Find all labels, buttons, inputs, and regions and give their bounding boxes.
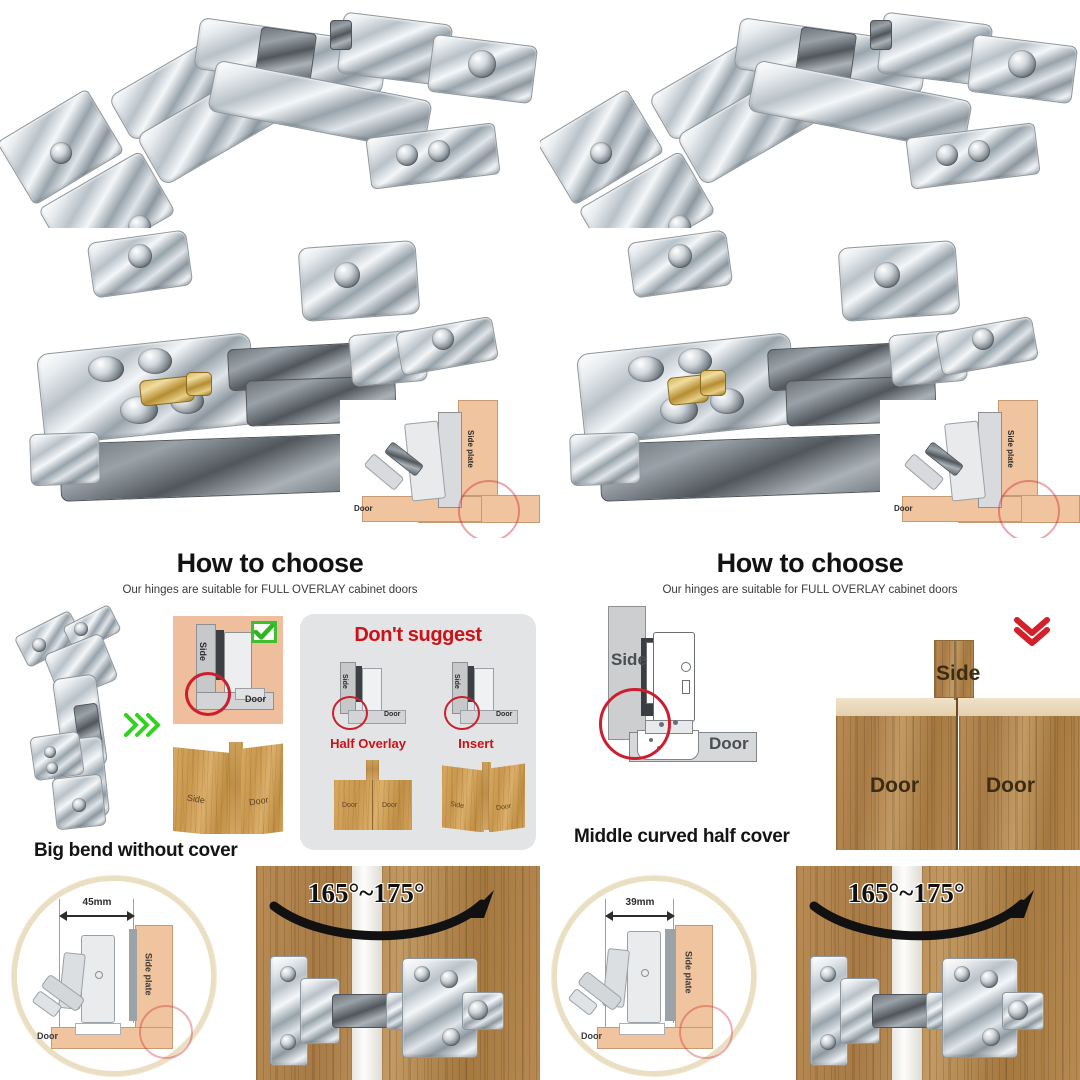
measure-circle-left: 45mm Side plate Door bbox=[12, 876, 216, 1076]
wood-panel-door-left-label: Door bbox=[870, 774, 919, 797]
measure-value-right: 39mm bbox=[625, 897, 655, 908]
half-side-label: Side bbox=[341, 674, 348, 689]
measure-door-label-right: Door bbox=[581, 1031, 602, 1041]
insert-side-label: Side bbox=[453, 674, 460, 689]
green-chevron-icon bbox=[124, 712, 164, 738]
measure-side-plate-label-left: Side plate bbox=[143, 953, 154, 996]
measure-value-left: 45mm bbox=[82, 897, 112, 908]
left-caption: Big bend without cover bbox=[34, 840, 238, 861]
good-door-label: Door bbox=[245, 694, 266, 704]
wood-panel-full-overlay: Side Door Door bbox=[836, 640, 1080, 850]
red-double-chevron-down-icon bbox=[1012, 616, 1052, 646]
inset-side-plate-label: Side plate bbox=[466, 430, 475, 468]
inset-side-plate-label: Side plate bbox=[1006, 430, 1015, 468]
angle-label-right: 165°~175° bbox=[848, 878, 965, 908]
angle-arrow-right bbox=[796, 884, 1080, 944]
middle-curved-diagram: Side Door bbox=[583, 602, 803, 812]
dont-suggest-label-insert: Insert bbox=[458, 736, 494, 751]
right-heading: How to choose bbox=[716, 548, 904, 578]
angle-arrow-left bbox=[256, 884, 540, 944]
hinge-photo-flat-left: Side plate Door bbox=[0, 228, 540, 538]
right-heading-block: How to choose Our hinges are suitable fo… bbox=[540, 548, 1080, 596]
installed-photo-left: 165°~175° bbox=[256, 866, 540, 1080]
wood-panel-side-label: Side bbox=[936, 662, 981, 685]
left-heading-block: How to choose Our hinges are suitable fo… bbox=[0, 548, 540, 596]
insert-door-label: Door bbox=[496, 711, 513, 718]
inset-door-label: Door bbox=[894, 504, 913, 513]
dont-suggest-diagram-half: Side Door bbox=[322, 660, 412, 730]
left-subheading: Our hinges are suitable for FULL OVERLAY… bbox=[122, 584, 418, 596]
wood-half-right-label: Door bbox=[382, 802, 398, 809]
measure-door-label-left: Door bbox=[37, 1031, 58, 1041]
right-subheading: Our hinges are suitable for FULL OVERLAY… bbox=[662, 584, 958, 596]
dont-suggest-label-half: Half Overlay bbox=[330, 736, 406, 751]
dont-suggest-title: Don't suggest bbox=[354, 624, 482, 646]
inset-diagram-left: Side plate Door bbox=[340, 400, 540, 538]
dont-suggest-diagram-insert: Side Door bbox=[434, 660, 524, 730]
hinge-photo-flat-right: Side plate Door bbox=[540, 228, 1080, 538]
good-side-label: Side bbox=[198, 642, 208, 662]
hinge-photo-open-left bbox=[0, 0, 540, 240]
wood-corner-good: Side Door bbox=[173, 742, 283, 834]
wood-panel-door-right-label: Door bbox=[986, 774, 1035, 797]
wood-half-left-label: Door bbox=[342, 802, 358, 809]
green-check-icon bbox=[251, 621, 277, 643]
measure-circle-right: 39mm Side plate Door bbox=[552, 876, 756, 1076]
hinge-photo-open-right bbox=[540, 0, 1080, 240]
inset-door-label: Door bbox=[354, 504, 373, 513]
inset-diagram-right: Side plate Door bbox=[880, 400, 1080, 538]
angle-label-left: 165°~175° bbox=[308, 878, 425, 908]
wood-half-overlay: Door Door bbox=[332, 760, 416, 832]
left-heading: How to choose bbox=[176, 548, 364, 578]
installed-photo-right: 165°~175° bbox=[796, 866, 1080, 1080]
hinge-photo-standing bbox=[10, 603, 140, 833]
wood-insert: Side Door bbox=[442, 760, 526, 832]
right-caption: Middle curved half cover bbox=[574, 826, 790, 847]
dont-suggest-panel: Don't suggest Side Door Half Overlay Sid… bbox=[300, 614, 536, 850]
half-door-label: Door bbox=[384, 711, 401, 718]
middle-curved-door-label: Door bbox=[709, 734, 749, 753]
middle-curved-side-label: Side bbox=[611, 650, 647, 669]
measure-side-plate-label-right: Side plate bbox=[683, 951, 694, 994]
full-overlay-good-panel: Side Door bbox=[173, 616, 283, 724]
